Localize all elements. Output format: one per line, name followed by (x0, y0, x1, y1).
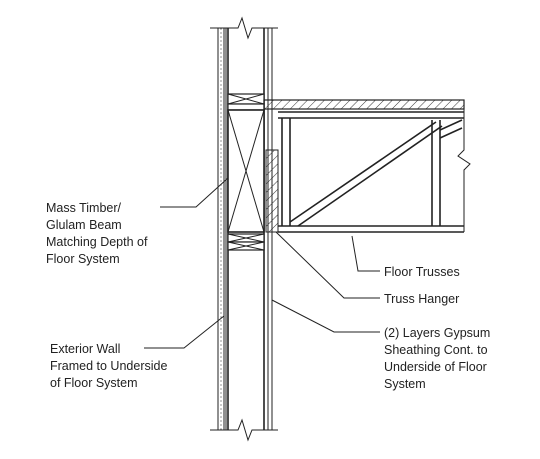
bottom-plates (227, 233, 265, 251)
truss-hanger (265, 149, 279, 233)
label-trusses: Floor Trusses (384, 265, 460, 279)
label-line: of Floor System (50, 376, 138, 390)
label-hanger: Truss Hanger (384, 292, 459, 306)
label-line: System (384, 377, 426, 391)
label-line: Floor System (46, 252, 120, 266)
break-marks (210, 16, 278, 442)
label-line: Framed to Underside (50, 359, 167, 373)
label-line: Truss Hanger (384, 292, 459, 306)
label-line: Matching Depth of (46, 235, 148, 249)
label-line: Floor Trusses (384, 265, 460, 279)
label-line: Exterior Wall (50, 342, 120, 356)
glulam-beam (227, 109, 265, 233)
label-line: Glulam Beam (46, 218, 122, 232)
label-wall: Exterior Wall Framed to Underside of Flo… (50, 342, 167, 390)
label-beam: Mass Timber/ Glulam Beam Matching Depth … (46, 201, 148, 266)
label-line: Underside of Floor (384, 360, 487, 374)
exterior-wall (217, 27, 229, 431)
top-plates (227, 93, 265, 111)
label-line: Mass Timber/ (46, 201, 122, 215)
label-line: Sheathing Cont. to (384, 343, 488, 357)
floor-truss (278, 104, 471, 233)
label-line: (2) Layers Gypsum (384, 326, 490, 340)
leader-lines (144, 177, 380, 349)
floor-sheathing (263, 99, 465, 110)
label-gypsum: (2) Layers Gypsum Sheathing Cont. to Und… (384, 326, 490, 391)
